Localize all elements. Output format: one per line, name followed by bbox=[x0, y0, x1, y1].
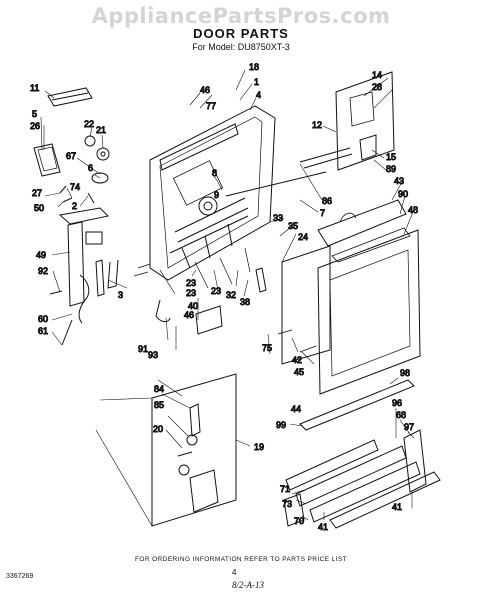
callout-75: 75 bbox=[262, 343, 272, 353]
callout-67: 67 bbox=[66, 151, 76, 161]
callout-11: 11 bbox=[30, 83, 39, 93]
callout-6: 6 bbox=[88, 163, 93, 173]
watermark: AppliancePartsPros.com bbox=[91, 4, 391, 28]
latch-assembly-inset bbox=[95, 373, 237, 527]
callout-98: 98 bbox=[400, 368, 410, 378]
callout-12: 12 bbox=[312, 120, 322, 130]
callout-5: 5 bbox=[32, 109, 37, 119]
model-subtitle: For Model: DU8750XT-3 bbox=[192, 42, 290, 52]
callout-41: 41 bbox=[392, 502, 402, 512]
callout-1: 1 bbox=[254, 77, 259, 87]
date-code: 8/2-A-13 bbox=[232, 580, 264, 590]
callout-21: 21 bbox=[96, 125, 106, 135]
callout-85: 85 bbox=[154, 400, 164, 410]
callout-49: 49 bbox=[36, 250, 46, 260]
callout-28: 28 bbox=[372, 82, 382, 92]
callout-84: 84 bbox=[154, 384, 164, 394]
latch-module bbox=[225, 71, 395, 197]
callout-68: 68 bbox=[396, 410, 406, 420]
callout-46-b: 46 bbox=[184, 310, 194, 320]
callout-32: 32 bbox=[226, 290, 236, 300]
callout-27: 27 bbox=[32, 188, 42, 198]
callout-44: 44 bbox=[291, 404, 301, 414]
callout-60: 60 bbox=[38, 314, 48, 324]
document-code: 3367269 bbox=[6, 573, 34, 580]
bottom-trim-group bbox=[283, 379, 441, 529]
callout-24: 24 bbox=[298, 232, 308, 242]
door-liner-panels bbox=[281, 199, 421, 395]
callout-8: 8 bbox=[212, 168, 217, 178]
callout-43: 43 bbox=[394, 176, 404, 186]
callout-40: 40 bbox=[188, 301, 198, 311]
callout-70: 70 bbox=[294, 516, 304, 526]
callout-73: 73 bbox=[282, 499, 292, 509]
callout-38: 38 bbox=[240, 297, 250, 307]
callout-89: 89 bbox=[386, 164, 396, 174]
callout-96: 96 bbox=[392, 398, 402, 408]
callout-61: 61 bbox=[38, 326, 48, 336]
callout-41-b: 41 bbox=[318, 522, 328, 532]
callout-71: 71 bbox=[280, 484, 290, 494]
callout-45: 45 bbox=[294, 367, 304, 377]
callout-46-top: 46 bbox=[200, 85, 210, 95]
callout-19: 19 bbox=[254, 442, 264, 452]
callout-26: 26 bbox=[30, 121, 40, 131]
callout-74: 74 bbox=[70, 182, 80, 192]
callout-50: 50 bbox=[34, 203, 44, 213]
callout-9: 9 bbox=[214, 190, 219, 200]
callout-23-c: 23 bbox=[186, 278, 196, 288]
page-title: DOOR PARTS bbox=[193, 26, 289, 41]
callout-18: 18 bbox=[249, 62, 259, 72]
callout-22: 22 bbox=[84, 119, 94, 129]
callout-92: 92 bbox=[38, 266, 48, 276]
callout-93: 93 bbox=[148, 350, 158, 360]
callout-35: 35 bbox=[288, 221, 298, 231]
callout-90: 90 bbox=[398, 189, 408, 199]
callout-23-b: 23 bbox=[186, 288, 196, 298]
callout-42: 42 bbox=[292, 355, 302, 365]
inner-door-panel bbox=[149, 105, 276, 281]
callout-14: 14 bbox=[372, 70, 382, 80]
callout-33: 33 bbox=[273, 213, 283, 223]
callout-86: 86 bbox=[322, 196, 332, 206]
callout-23-a: 23 bbox=[211, 286, 221, 296]
callout-15: 15 bbox=[386, 152, 396, 162]
callout-leader-lines bbox=[40, 69, 415, 521]
callout-91: 91 bbox=[138, 344, 148, 354]
callout-2: 2 bbox=[72, 201, 77, 211]
callout-99: 99 bbox=[276, 420, 286, 430]
lower-struts bbox=[107, 247, 317, 353]
callout-77: 77 bbox=[206, 101, 216, 111]
callout-4: 4 bbox=[256, 90, 261, 100]
callout-20: 20 bbox=[153, 424, 163, 434]
page-number: 4 bbox=[232, 568, 237, 577]
callout-48: 48 bbox=[408, 205, 418, 215]
callout-3: 3 bbox=[118, 290, 123, 300]
ordering-footer: FOR ORDERING INFORMATION REFER TO PARTS … bbox=[135, 556, 347, 563]
callout-97: 97 bbox=[404, 422, 414, 432]
callout-7: 7 bbox=[320, 208, 325, 218]
part-callouts: 11 5 26 22 21 67 6 27 74 50 2 49 92 60 6… bbox=[30, 62, 419, 533]
side-rail-group bbox=[49, 207, 110, 346]
